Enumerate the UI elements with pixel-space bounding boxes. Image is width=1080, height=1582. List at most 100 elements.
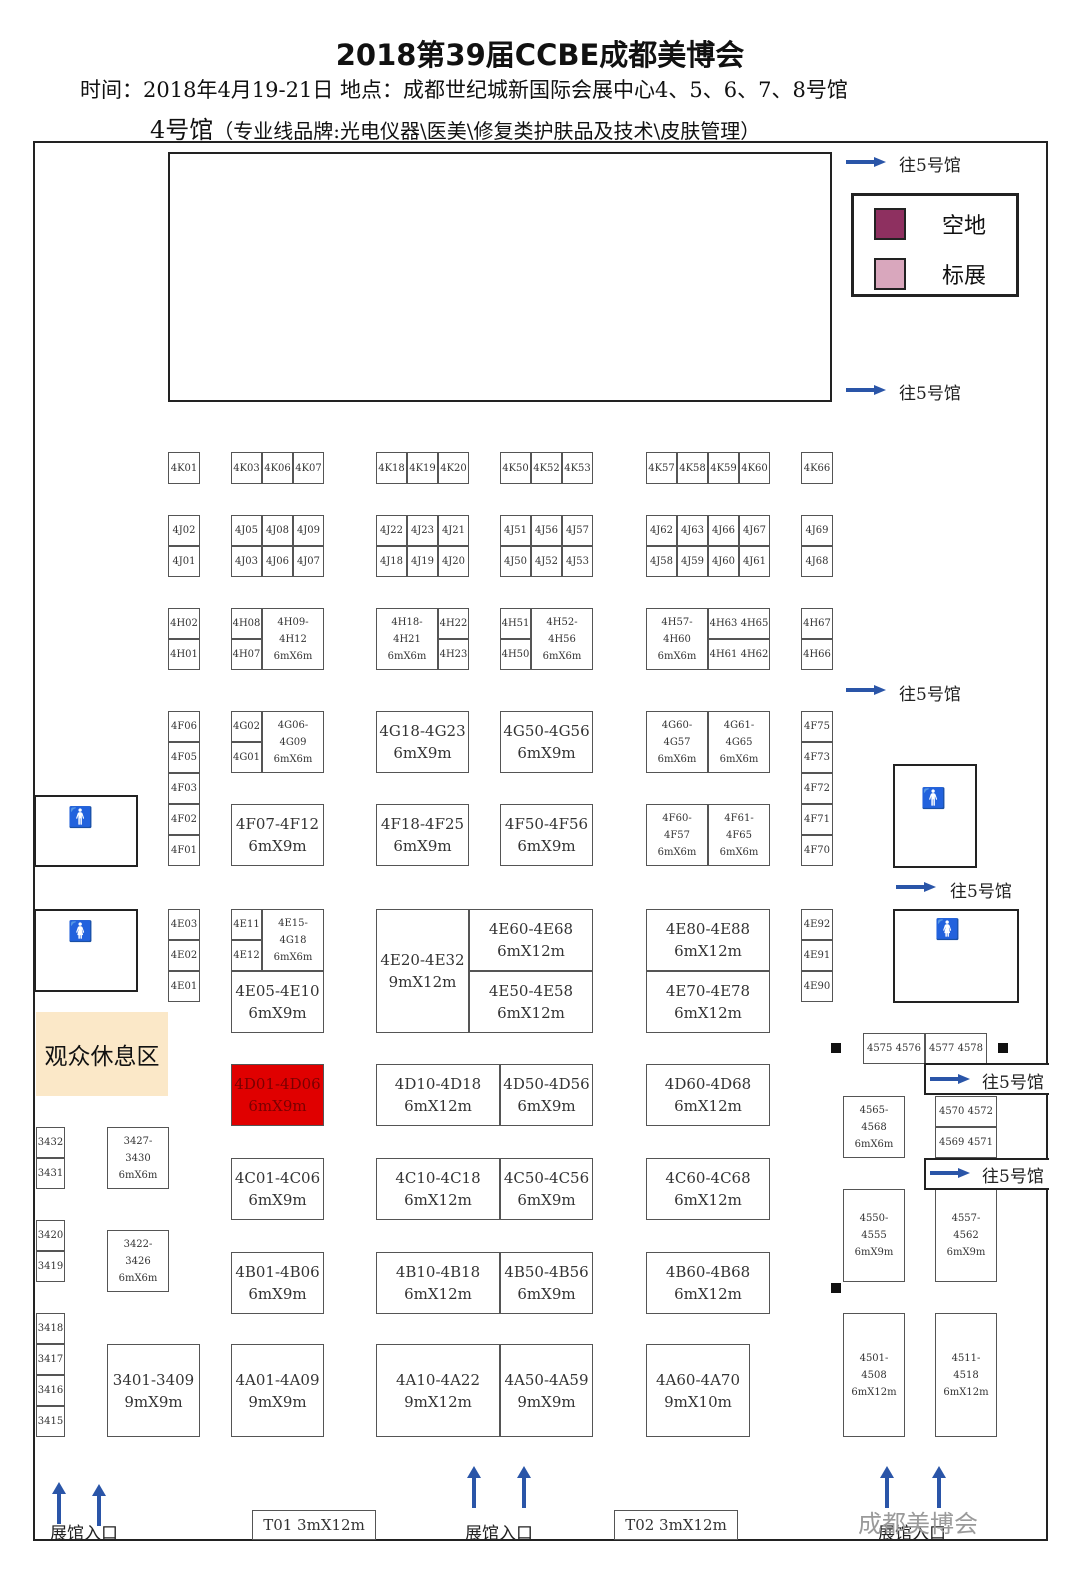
booth[interactable]: 4F61- 4F65 6mX6m xyxy=(708,804,770,866)
booth[interactable]: 3417 xyxy=(36,1344,65,1375)
booth[interactable]: 4565- 4568 6mX6m xyxy=(843,1096,905,1158)
booth[interactable]: 4J58 xyxy=(646,546,677,577)
booth[interactable]: 4K57 xyxy=(646,452,677,484)
booth[interactable]: 4J56 xyxy=(531,515,562,546)
booth[interactable]: 4J20 xyxy=(438,546,469,577)
booth[interactable]: 4J60 xyxy=(708,546,739,577)
booth[interactable]: 4E20-4E32 9mX12m xyxy=(376,909,469,1033)
booth[interactable]: 4E15- 4G18 6mX6m xyxy=(262,909,324,971)
booth[interactable]: 4A01-4A09 9mX9m xyxy=(231,1344,324,1437)
booth[interactable]: 4J09 xyxy=(293,515,324,546)
booth[interactable]: 4J23 xyxy=(407,515,438,546)
booth[interactable]: 4D50-4D56 6mX9m xyxy=(500,1064,593,1126)
booth[interactable]: 4J61 xyxy=(739,546,770,577)
booth[interactable]: 4H50 xyxy=(500,639,531,670)
booth[interactable]: 4K52 xyxy=(531,452,562,484)
booth[interactable]: 4A50-4A59 9mX9m xyxy=(500,1344,593,1437)
booth[interactable]: 4J22 xyxy=(376,515,407,546)
booth[interactable]: 4K07 xyxy=(293,452,324,484)
booth[interactable]: 4B60-4B68 6mX12m xyxy=(646,1252,770,1314)
booth[interactable]: 4D60-4D68 6mX12m xyxy=(646,1064,770,1126)
booth[interactable]: 4J53 xyxy=(562,546,593,577)
to-hall5-label[interactable]: 往5号馆 xyxy=(950,882,1012,902)
booth[interactable]: 4K20 xyxy=(438,452,469,484)
booth[interactable]: 4K19 xyxy=(407,452,438,484)
booth[interactable]: 4A10-4A22 9mX12m xyxy=(376,1344,500,1437)
booth[interactable]: 4J05 xyxy=(231,515,262,546)
booth[interactable]: 3422- 3426 6mX6m xyxy=(107,1230,169,1292)
booth[interactable]: 4K01 xyxy=(168,452,200,484)
booth[interactable]: 4K53 xyxy=(562,452,593,484)
booth[interactable]: 4J50 xyxy=(500,546,531,577)
booth[interactable]: 4H66 xyxy=(801,639,833,670)
booth[interactable]: 4K58 xyxy=(677,452,708,484)
booth[interactable]: 4C10-4C18 6mX12m xyxy=(376,1158,500,1220)
booth[interactable]: 4G02 xyxy=(231,711,262,742)
to-hall5-label[interactable]: 往5号馆 xyxy=(899,685,961,705)
booth[interactable]: 4K03 xyxy=(231,452,262,484)
booth[interactable]: 4K59 xyxy=(708,452,739,484)
booth[interactable]: 4G50-4G56 6mX9m xyxy=(500,711,593,773)
booth[interactable]: 4F75 xyxy=(801,711,833,742)
booth[interactable]: 4J01 xyxy=(168,546,200,577)
booth[interactable]: 4H01 xyxy=(168,639,200,670)
booth[interactable]: 4J57 xyxy=(562,515,593,546)
booth[interactable]: 3431 xyxy=(36,1158,65,1189)
booth[interactable]: 4E50-4E58 6mX12m xyxy=(469,971,593,1033)
booth[interactable]: 4E03 xyxy=(168,909,200,940)
booth[interactable]: 4J67 xyxy=(739,515,770,546)
booth[interactable]: 4E60-4E68 6mX12m xyxy=(469,909,593,971)
booth[interactable]: 3401-3409 9mX9m xyxy=(107,1344,200,1437)
booth[interactable]: 4F70 xyxy=(801,835,833,866)
booth[interactable]: 4C60-4C68 6mX12m xyxy=(646,1158,770,1220)
booth[interactable]: 4J51 xyxy=(500,515,531,546)
booth[interactable]: 4G18-4G23 6mX9m xyxy=(376,711,469,773)
booth[interactable]: 4F03 xyxy=(168,773,200,804)
booth-highlighted[interactable]: 4D01-4D06 6mX9m xyxy=(231,1064,324,1126)
booth[interactable]: 4F02 xyxy=(168,804,200,835)
booth[interactable]: 4F50-4F56 6mX9m xyxy=(500,804,593,866)
booth[interactable]: 4J62 xyxy=(646,515,677,546)
booth[interactable]: 4H23 xyxy=(438,639,469,670)
booth[interactable]: 4J19 xyxy=(407,546,438,577)
booth[interactable]: 3416 xyxy=(36,1375,65,1406)
booth[interactable]: 4577 4578 xyxy=(925,1033,987,1064)
booth[interactable]: 4J02 xyxy=(168,515,200,546)
booth[interactable]: 4G01 xyxy=(231,742,262,773)
booth[interactable]: 4K50 xyxy=(500,452,531,484)
booth[interactable]: 4C50-4C56 6mX9m xyxy=(500,1158,593,1220)
booth[interactable]: 4H18- 4H21 6mX6m xyxy=(376,608,438,670)
to-hall5-label[interactable]: 往5号馆 xyxy=(982,1073,1044,1093)
booth[interactable]: 4F01 xyxy=(168,835,200,866)
booth[interactable]: 4F07-4F12 6mX9m xyxy=(231,804,324,866)
booth[interactable]: 4H07 xyxy=(231,639,262,670)
booth[interactable]: 4F05 xyxy=(168,742,200,773)
booth[interactable]: 4J18 xyxy=(376,546,407,577)
booth[interactable]: 4C01-4C06 6mX9m xyxy=(231,1158,324,1220)
booth[interactable]: 4J59 xyxy=(677,546,708,577)
booth[interactable]: 4J66 xyxy=(708,515,739,546)
entrance-label[interactable]: 展馆入口 xyxy=(878,1524,946,1544)
to-hall5-label[interactable]: 往5号馆 xyxy=(899,384,961,404)
booth[interactable]: 4J21 xyxy=(438,515,469,546)
booth[interactable]: 4J03 xyxy=(231,546,262,577)
booth[interactable]: 4557- 4562 6mX9m xyxy=(935,1189,997,1282)
to-hall5-label[interactable]: 往5号馆 xyxy=(899,156,961,176)
booth[interactable]: 4E05-4E10 6mX9m xyxy=(231,971,324,1033)
booth[interactable]: 4K60 xyxy=(739,452,770,484)
booth[interactable]: 4J06 xyxy=(262,546,293,577)
booth[interactable]: 4501- 4508 6mX12m xyxy=(843,1313,905,1437)
booth[interactable]: 3415 xyxy=(36,1406,65,1437)
booth[interactable]: 4G06- 4G09 6mX6m xyxy=(262,711,324,773)
booth[interactable]: 4F72 xyxy=(801,773,833,804)
booth[interactable]: 4E02 xyxy=(168,940,200,971)
booth[interactable]: 4H67 xyxy=(801,608,833,639)
booth[interactable]: 4H22 xyxy=(438,608,469,639)
booth[interactable]: 4H63 4H65 xyxy=(708,608,770,639)
booth[interactable]: 4F71 xyxy=(801,804,833,835)
booth[interactable]: 4B10-4B18 6mX12m xyxy=(376,1252,500,1314)
booth[interactable]: 4F60- 4F57 6mX6m xyxy=(646,804,708,866)
booth[interactable]: 4E70-4E78 6mX12m xyxy=(646,971,770,1033)
booth[interactable]: 4F06 xyxy=(168,711,200,742)
booth[interactable]: 4K18 xyxy=(376,452,407,484)
